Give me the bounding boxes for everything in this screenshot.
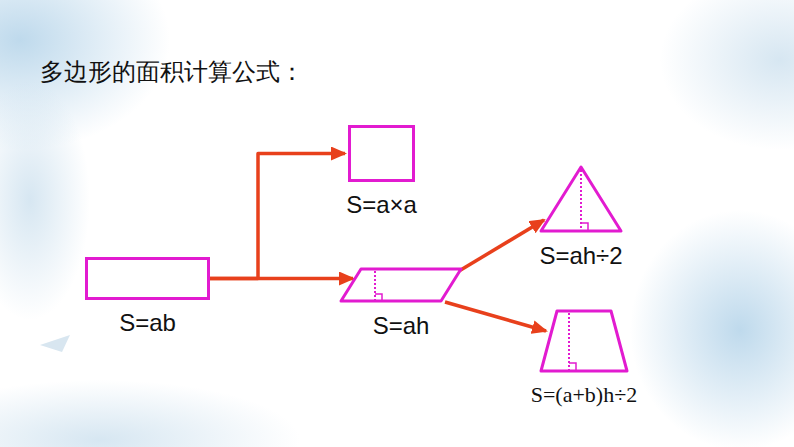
shape-node: S=ab [83,257,212,336]
triangle-shape [539,165,623,233]
area-formula: S=a×a [346,192,417,218]
rectangle-shape [85,257,210,300]
arrow-connector [459,220,544,271]
blot [630,210,794,447]
area-formula: S=ah÷2 [539,243,622,269]
blot [660,0,794,150]
blot [0,80,90,320]
blot [0,380,300,447]
shape-node: S=(a+b)h÷2 [529,309,640,407]
square-shape [348,125,415,182]
shape-node: S=ah÷2 [537,165,625,269]
paper-boat [40,335,70,352]
arrow-connector [210,277,353,281]
arrow-connector [210,154,345,279]
arrow-connector [445,302,546,331]
shape-node: S=a×a [344,125,419,218]
area-formula: S=ah [373,313,430,339]
trapezoid-shape [539,309,629,373]
area-formula: S=(a+b)h÷2 [531,383,638,407]
area-formula: S=ab [119,310,176,336]
diagram-title: 多边形的面积计算公式： [40,56,304,88]
parallelogram-shape [339,267,463,303]
shape-node: S=ah [337,267,465,339]
